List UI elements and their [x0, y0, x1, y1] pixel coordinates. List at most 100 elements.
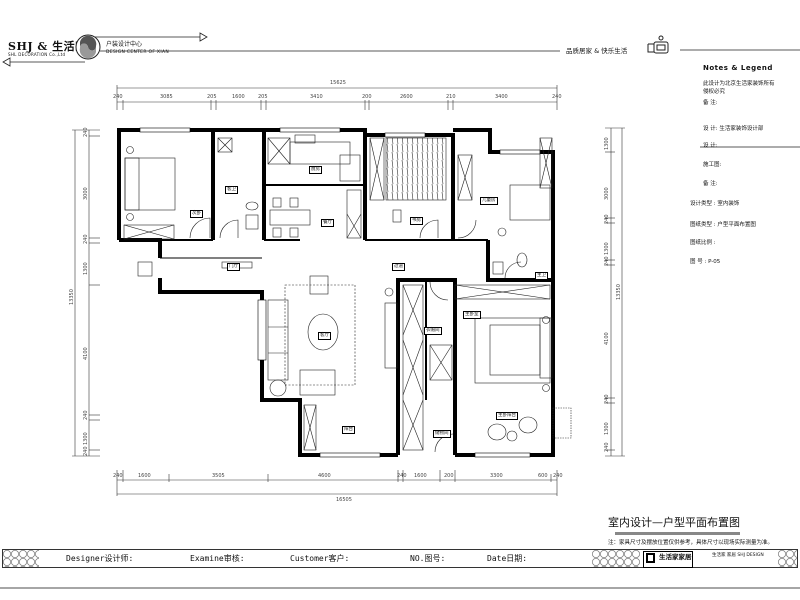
- notes-line: 设 计:: [703, 143, 718, 149]
- dimension-label: 13350: [616, 284, 622, 300]
- notes-title: Notes & Legend: [703, 64, 773, 72]
- toilet: [245, 201, 259, 211]
- dimension-label: 16505: [336, 497, 352, 503]
- dimension-label: 3410: [310, 94, 323, 100]
- brand-square-inner: [648, 555, 653, 561]
- room-label-guest-bath: 客卫: [225, 186, 238, 194]
- brand-name: 生活家家居: [659, 553, 692, 561]
- dining-table: [269, 209, 311, 226]
- dimension-label: 4100: [83, 347, 89, 360]
- camera-icon: [647, 35, 669, 54]
- notes-line: 设计类型 : 室内装饰: [690, 201, 740, 207]
- dimension-label: 240: [83, 446, 89, 456]
- dimension-label: 4100: [604, 332, 610, 345]
- floor-plan-walls: [117, 128, 555, 457]
- room-label-master-balcony: 主卧阳台: [496, 412, 518, 420]
- dimension-label: 3085: [160, 94, 173, 100]
- room-label-master-bath: 主卫: [535, 272, 548, 280]
- drawing-title: 室内设计—户型平面布置图: [608, 516, 740, 529]
- header-lines: [0, 32, 800, 589]
- dimension-label: 1300: [604, 137, 610, 150]
- dimension-label: 1600: [232, 94, 245, 100]
- examine-field: Examine审核:: [190, 554, 245, 563]
- design-center-en: DESIGN CENTER OF XIAN: [106, 50, 169, 55]
- title-block: [2, 549, 798, 568]
- dimension-label: 240: [113, 94, 123, 100]
- tv-cabinet: [384, 302, 398, 369]
- dimension-label: 1300: [83, 262, 89, 275]
- notes-line: 施工图:: [703, 162, 722, 168]
- dimension-label: 240: [113, 473, 123, 479]
- notes-line: 侵权必究: [703, 89, 726, 95]
- room-label-living: 客厅: [318, 332, 331, 340]
- bed: [489, 324, 541, 376]
- notes-line: 备 注:: [703, 100, 718, 106]
- notes-line: 此设计为北京生活家装饰所有: [703, 81, 775, 87]
- dimension-label: 3505: [212, 473, 225, 479]
- dimension-label: 1300: [83, 432, 89, 445]
- dimension-label: 240: [553, 473, 563, 479]
- dimension-label: 240: [83, 410, 89, 420]
- brand-small-text: 生活家 家居 SHJ DESIGN: [712, 553, 764, 558]
- dimension-label: 3000: [83, 187, 89, 200]
- dimension-label: 4600: [318, 473, 331, 479]
- notes-line: 图纸类型 : 户型平面布置图: [690, 222, 756, 228]
- brand-logo: [643, 551, 693, 568]
- hex-pattern: [592, 550, 640, 567]
- dimension-label: 240: [604, 394, 610, 404]
- windows: [139, 127, 541, 458]
- room-label-cloakroom: 衣帽间: [424, 327, 442, 335]
- notes-line: 备 注:: [703, 181, 718, 187]
- coffee-table: [307, 313, 339, 351]
- title-underline: [615, 532, 740, 535]
- room-label-balcony: 阳台: [342, 426, 355, 434]
- dimension-label: 1600: [138, 473, 151, 479]
- room-label-study: 书房: [410, 217, 423, 225]
- dimension-label: 3300: [490, 473, 503, 479]
- dimension-label: 240: [397, 473, 407, 479]
- dimension-label: 13350: [69, 289, 75, 305]
- room-label-master-bedroom: 主卧室: [463, 311, 481, 319]
- hex-pattern: [3, 550, 39, 567]
- room-label-kitchen: 厨房: [309, 166, 322, 174]
- company-logo-text: SHJ & 生活家: [8, 40, 87, 53]
- drawing-note: 注：家具尺寸及摆放位置仅供参考，具体尺寸以现场实际测量为准。: [608, 540, 774, 546]
- dimension-label: 240: [83, 127, 89, 137]
- dimension-label: 600: [538, 473, 548, 479]
- furniture: [123, 134, 572, 453]
- dimension-lines: [72, 85, 625, 496]
- number-field: NO.图号:: [410, 554, 446, 563]
- dimension-label: 2600: [400, 94, 413, 100]
- dimension-label: 210: [446, 94, 456, 100]
- designer-field: Designer设计师:: [66, 554, 134, 563]
- bed: [509, 184, 551, 221]
- bed: [124, 157, 176, 211]
- dimension-label: 205: [258, 94, 268, 100]
- toilet: [516, 252, 528, 268]
- dimension-label: 15625: [330, 80, 346, 86]
- design-center-cn: 户装设计中心: [106, 41, 143, 48]
- dimension-label: 200: [362, 94, 372, 100]
- dimension-label: 240: [604, 442, 610, 452]
- customer-field: Customer客户:: [290, 554, 350, 563]
- dimension-label: 3400: [495, 94, 508, 100]
- hex-pattern: [778, 550, 797, 567]
- dimension-label: 1600: [414, 473, 427, 479]
- dimension-label: 1300: [604, 422, 610, 435]
- dimension-label: 200: [444, 473, 454, 479]
- dimension-label: 240: [604, 214, 610, 224]
- dimension-label: 1300: [604, 242, 610, 255]
- dimension-label: 3000: [604, 187, 610, 200]
- dimension-label: 240: [552, 94, 562, 100]
- dimension-label: 240: [604, 256, 610, 266]
- room-label-storage: 储物间: [433, 430, 451, 438]
- room-label-dining: 餐厅: [321, 219, 334, 227]
- slogan: 品质居家 & 快乐生活: [566, 47, 628, 55]
- logo-circle-icon: [75, 34, 101, 60]
- room-label-foyer: 门厅: [227, 263, 240, 271]
- notes-line: 设 计: 生活家装饰设计部: [703, 126, 764, 132]
- dimension-label: 205: [207, 94, 217, 100]
- company-logo-subtitle: SHL DECORATION Co.,Ltd: [8, 52, 66, 57]
- room-label-bedroom2: 次卧: [190, 210, 203, 218]
